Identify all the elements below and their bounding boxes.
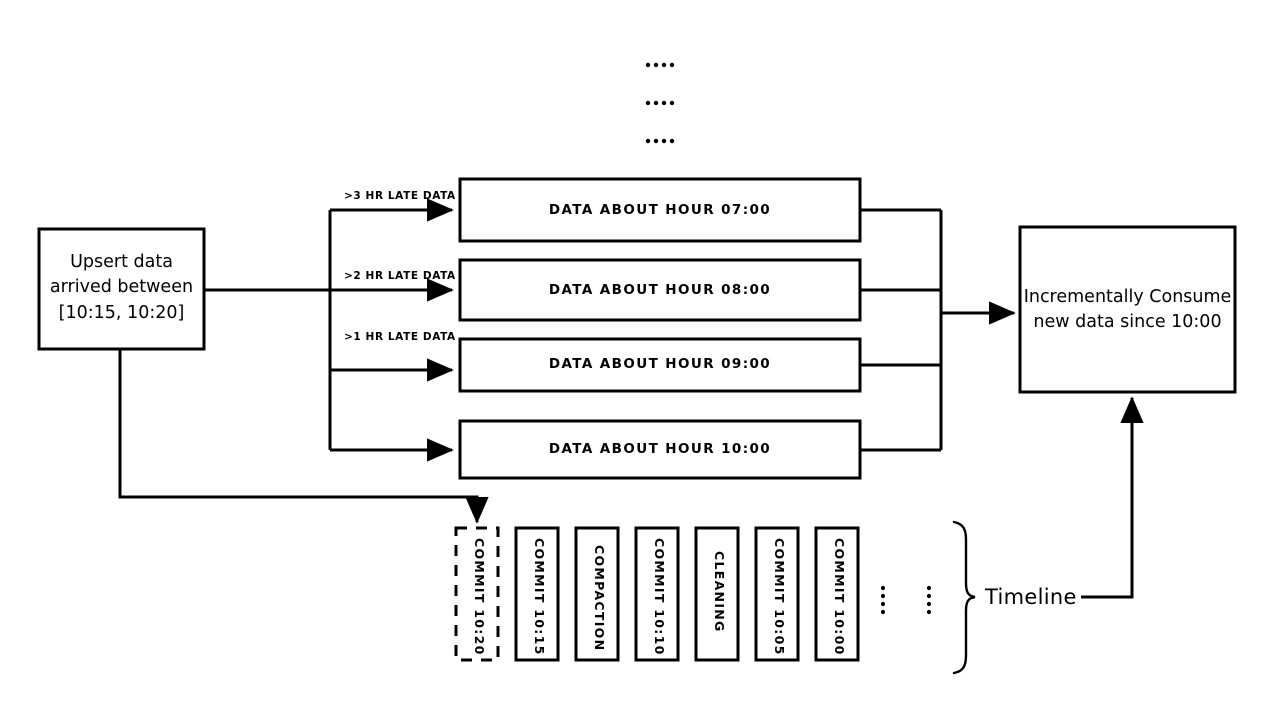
timeline-ellipsis-column-2 [926, 585, 932, 615]
incremental-consume-box-label: Incrementally Consume new data since 10:… [1023, 287, 1232, 333]
timeline-brace [952, 520, 976, 675]
top-ellipsis-row-1 [645, 100, 675, 106]
incremental-consume-box-shape [1018, 225, 1237, 394]
hour-box-label-3: DATA ABOUT HOUR 10:00 [548, 441, 772, 457]
fanout-label-2hr: >2 HR LATE DATA [344, 270, 456, 282]
connector-timeline-to-consumer [1081, 396, 1144, 599]
commit-box-label-5: COMMIT 10:05 [772, 538, 787, 656]
commit-box-label-0: COMMIT 10:20 [472, 538, 487, 656]
commit-box-shape-2 [574, 526, 620, 662]
timeline-bracket-label: Timeline [985, 585, 1077, 609]
commit-box-shape-4 [694, 526, 740, 662]
commit-box-label-6: COMMIT 10:00 [832, 538, 847, 656]
fanout-label-1hr: >1 HR LATE DATA [344, 331, 456, 343]
fanout-label-3hr: >3 HR LATE DATA [344, 190, 456, 202]
top-ellipsis-row-2 [645, 138, 675, 144]
commit-box-shape-5 [754, 526, 800, 662]
commit-box-label-3: COMMIT 10:10 [652, 538, 667, 656]
commit-box-shape-1 [514, 526, 560, 662]
commit-box-label-2: COMPACTION [592, 545, 607, 652]
commit-box-shape-3 [634, 526, 680, 662]
hour-box-label-2: DATA ABOUT HOUR 09:00 [548, 356, 772, 372]
upsert-data-box-label: Upsert data arrived between [10:15, 10:2… [49, 252, 194, 323]
commit-box-shape-0 [454, 526, 500, 662]
hour-box-label-1: DATA ABOUT HOUR 08:00 [548, 282, 772, 298]
commit-box-label-4: CLEANING [712, 551, 727, 633]
connector-source-to-commit [118, 349, 489, 524]
timeline-ellipsis-column-1 [880, 585, 886, 615]
commit-box-label-1: COMMIT 10:15 [532, 538, 547, 656]
hour-box-label-0: DATA ABOUT HOUR 07:00 [548, 202, 772, 218]
top-ellipsis-row-0 [645, 62, 675, 68]
commit-box-shape-6 [814, 526, 860, 662]
